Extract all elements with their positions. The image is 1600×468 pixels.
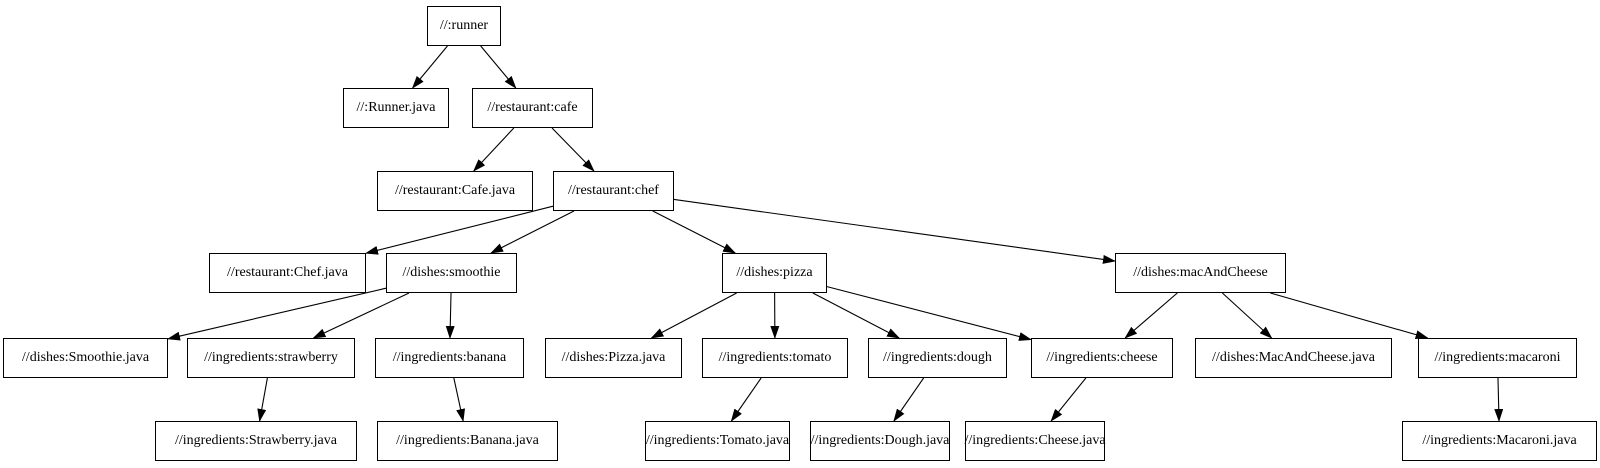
edge-runner-to-runner_java — [411, 45, 448, 89]
edge-pizza-to-dough — [812, 292, 901, 339]
edge-chef-to-mac_and_cheese — [673, 198, 1116, 264]
node-smoothie-java: //dishes:Smoothie.java — [3, 338, 168, 378]
node-dishes-pizza: //dishes:pizza — [722, 253, 827, 293]
edge-cafe-to-chef — [551, 127, 595, 172]
edge-smoothie-to-smoothie_java — [167, 287, 387, 341]
edge-runner-to-cafe — [480, 45, 517, 89]
node-macaroni-java: //ingredients:Macaroni.java — [1402, 421, 1597, 461]
edge-pizza-to-pizza_java — [650, 292, 737, 339]
edge-macaroni-to-macaroni_java — [1494, 377, 1504, 422]
edge-chef-to-pizza — [652, 210, 737, 254]
node-ingredients-tomato: //ingredients:tomato — [702, 338, 848, 378]
edge-smoothie-to-strawberry — [312, 292, 410, 339]
node-strawberry-java: //ingredients:Strawberry.java — [155, 421, 357, 461]
edge-pizza-to-cheese — [826, 286, 1032, 341]
node-cafe-java: //restaurant:Cafe.java — [377, 171, 533, 211]
edge-mac_and_cheese-to-cheese — [1124, 292, 1178, 339]
edge-strawberry-to-strawberry_java — [257, 377, 268, 422]
node-restaurant-chef: //restaurant:chef — [553, 171, 674, 211]
edge-mac_and_cheese-to-macaroni — [1270, 292, 1429, 340]
edge-dough-to-dough_java — [893, 377, 925, 422]
node-banana-java: //ingredients:Banana.java — [377, 421, 558, 461]
edge-cheese-to-cheese_java — [1050, 377, 1087, 422]
edge-chef-to-smoothie — [490, 210, 575, 254]
node-ingredients-banana: //ingredients:banana — [375, 338, 524, 378]
node-chef-java: //restaurant:Chef.java — [209, 253, 366, 293]
edge-smoothie-to-banana — [445, 292, 455, 339]
node-ingredients-strawberry: //ingredients:strawberry — [187, 338, 355, 378]
node-dishes-smoothie: //dishes:smoothie — [386, 253, 517, 293]
node-macandcheese-java: //dishes:MacAndCheese.java — [1195, 338, 1392, 378]
edge-banana-to-banana_java — [453, 377, 466, 422]
node-ingredients-dough: //ingredients:dough — [868, 338, 1007, 378]
edge-cafe-to-cafe_java — [472, 127, 515, 172]
node-dishes-macandcheese: //dishes:macAndCheese — [1115, 253, 1286, 293]
node-runner-java: //:Runner.java — [343, 88, 449, 128]
node-cheese-java: //ingredients:Cheese.java — [964, 421, 1106, 461]
edge-chef-to-chef_java — [365, 205, 554, 255]
node-restaurant-cafe: //restaurant:cafe — [472, 88, 593, 128]
node-ingredients-cheese: //ingredients:cheese — [1031, 338, 1173, 378]
node-tomato-java: //ingredients:Tomato.java — [645, 421, 790, 461]
edge-tomato-to-tomato_java — [730, 377, 762, 422]
edge-mac_and_cheese-to-mac_and_cheese_java — [1222, 292, 1273, 339]
node-runner: //:runner — [427, 6, 501, 46]
node-pizza-java: //dishes:Pizza.java — [545, 338, 682, 378]
node-dough-java: //ingredients:Dough.java — [810, 421, 950, 461]
node-ingredients-macaroni: //ingredients:macaroni — [1418, 338, 1577, 378]
